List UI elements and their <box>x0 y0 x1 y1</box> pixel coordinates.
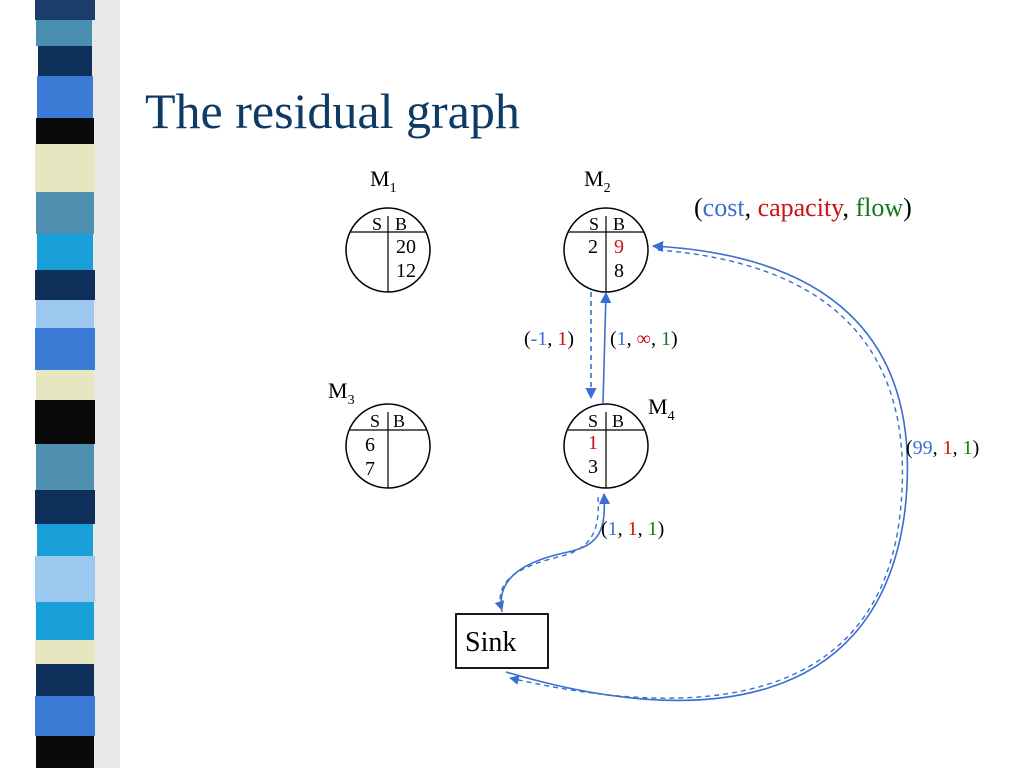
edge-label-m4-to-m2: (1, ∞, 1) <box>610 328 678 350</box>
slide-title: The residual graph <box>145 83 520 139</box>
node-m2-b-value-1: 9 <box>614 236 624 258</box>
node-m4-s-value-1: 1 <box>588 432 598 454</box>
node-m1-s-header: S <box>372 214 382 234</box>
node-m1-b-value-2: 12 <box>396 260 416 282</box>
node-m2-b-value-2: 8 <box>614 260 624 282</box>
edge-label-m4-sink: (1, 1, 1) <box>601 518 664 540</box>
node-m2-s-header: S <box>589 214 599 234</box>
sink-label: Sink <box>465 627 516 658</box>
node-m2-s-value-1: 2 <box>588 236 598 258</box>
node-m1: M1 S B 20 12 <box>345 166 431 293</box>
decorative-stripe <box>0 0 120 768</box>
node-m4-b-header: B <box>612 411 624 431</box>
edge-sink-to-m4 <box>500 492 611 613</box>
edge-label-m2-to-m4: (-1, 1) <box>524 328 574 350</box>
edge-m4-to-m2 <box>600 291 612 405</box>
edge-sink-to-m2 <box>505 240 909 702</box>
node-m3-s-header: S <box>370 411 380 431</box>
node-m1-b-value-1: 20 <box>396 236 416 258</box>
legend-cost: cost <box>703 193 746 222</box>
node-m3: M3 S B 6 7 <box>328 378 431 489</box>
legend-capacity: capacity <box>758 193 845 222</box>
node-m4-s-header: S <box>588 411 598 431</box>
node-m3-label: M3 <box>328 378 355 408</box>
edge-label-sink-m2: (99, 1, 1) <box>906 437 979 459</box>
node-m2: M2 S B 2 9 8 <box>563 166 649 293</box>
node-sink: Sink <box>455 613 549 669</box>
edges <box>494 240 909 702</box>
node-m3-s-value-2: 7 <box>365 458 375 480</box>
node-m4-label: M4 <box>648 394 675 424</box>
node-m2-b-header: B <box>613 214 625 234</box>
node-m3-s-value-1: 6 <box>365 434 375 456</box>
edge-m4-to-sink <box>494 496 599 611</box>
node-m2-label: M2 <box>584 166 611 196</box>
node-m4-s-value-2: 3 <box>588 456 598 478</box>
edge-m2-to-sink <box>509 249 904 699</box>
node-m1-b-header: B <box>395 214 407 234</box>
legend-flow: flow <box>855 193 903 222</box>
node-m4: M4 S B 1 3 <box>563 394 675 489</box>
node-m1-label: M1 <box>370 166 397 196</box>
stripe-blocks <box>35 0 95 768</box>
legend: (cost, capacity, flow) <box>694 193 912 222</box>
node-m3-b-header: B <box>393 411 405 431</box>
